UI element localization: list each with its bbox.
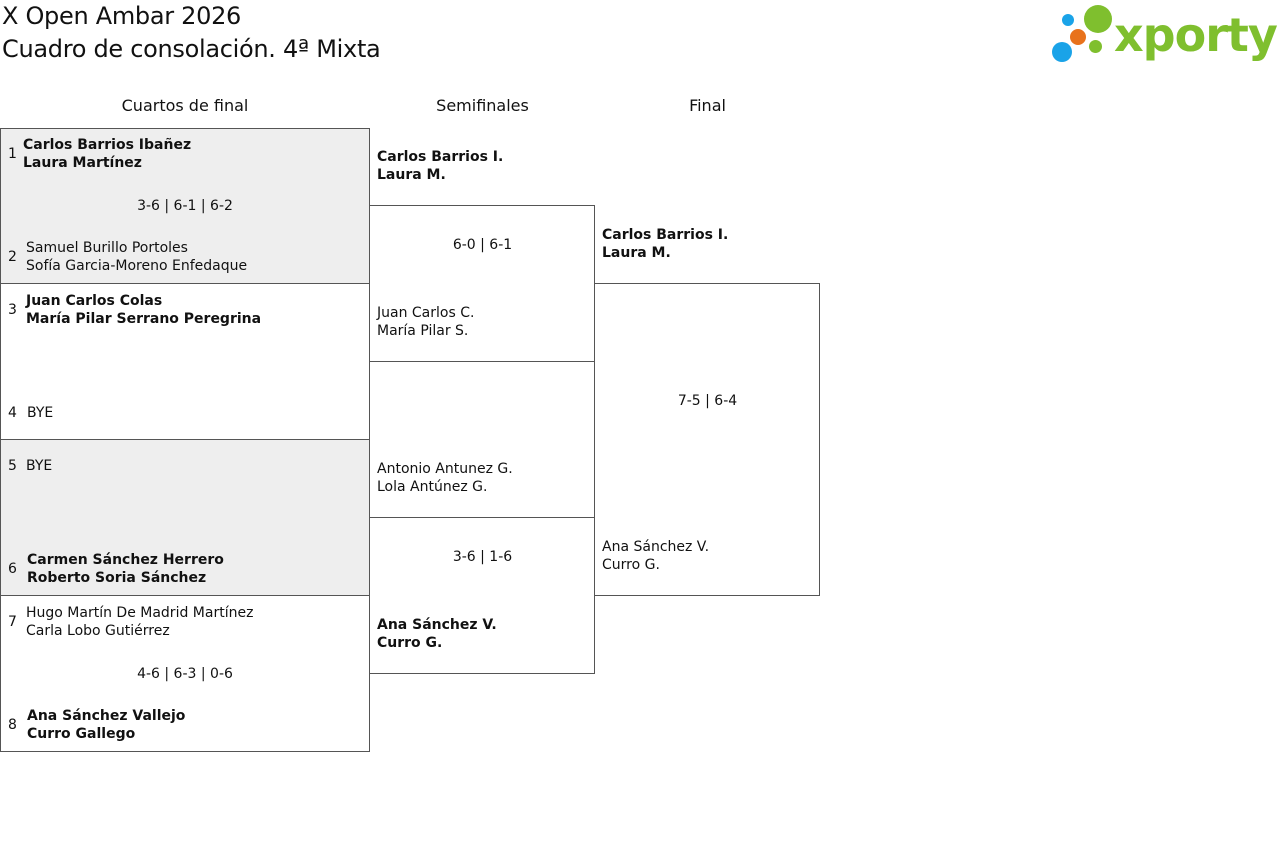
player-name: Carmen Sánchez Herrero xyxy=(27,552,224,568)
player-name: Sofía Garcia-Moreno Enfedaque xyxy=(26,258,248,274)
semifinal-pair-3[interactable]: Antonio Antunez G. Lola Antúnez G. xyxy=(377,460,513,496)
semifinal-pair-2[interactable]: Juan Carlos C. María Pilar S. xyxy=(377,304,474,340)
column-header-final: Final xyxy=(689,96,726,115)
final-match[interactable] xyxy=(594,283,820,596)
player-name: Curro G. xyxy=(602,557,660,573)
xporty-logo[interactable]: xporty xyxy=(1050,4,1278,66)
final-pair-1[interactable]: Carlos Barrios I. Laura M. xyxy=(602,226,728,262)
quarterfinal-pair-2[interactable]: Samuel Burillo Portoles Sofía Garcia-Mor… xyxy=(26,239,247,275)
quarterfinal-pair-6[interactable]: Carmen Sánchez Herrero Roberto Soria Sán… xyxy=(27,551,224,587)
semifinal-score-1: 6-0 | 6-1 xyxy=(452,237,513,253)
player-name: Laura M. xyxy=(602,245,671,261)
quarterfinal-pair-8[interactable]: Ana Sánchez Vallejo Curro Gallego xyxy=(27,707,185,743)
semifinal-pair-1[interactable]: Carlos Barrios I. Laura M. xyxy=(377,148,503,184)
quarterfinal-match-1[interactable] xyxy=(0,128,370,284)
seed-number: 4 xyxy=(8,405,17,421)
final-score: 7-5 | 6-4 xyxy=(677,393,738,409)
quarterfinal-pair-4[interactable]: BYE xyxy=(27,404,53,422)
player-name: Carla Lobo Gutiérrez xyxy=(26,623,170,639)
player-name: Ana Sánchez Vallejo xyxy=(27,708,186,724)
seed-number: 1 xyxy=(8,146,17,162)
player-name: Laura M. xyxy=(377,167,446,183)
quarterfinal-pair-7[interactable]: Hugo Martín De Madrid Martínez Carla Lob… xyxy=(26,604,253,640)
player-name: Hugo Martín De Madrid Martínez xyxy=(26,605,254,621)
logo-dot-blue-icon xyxy=(1052,42,1072,62)
player-name: Carlos Barrios I. xyxy=(602,227,729,243)
semifinal-pair-4[interactable]: Ana Sánchez V. Curro G. xyxy=(377,616,497,652)
player-name: María Pilar S. xyxy=(377,323,469,339)
player-name: Laura Martínez xyxy=(23,155,142,171)
logo-dot-blue-small-icon xyxy=(1062,14,1074,26)
player-name: BYE xyxy=(26,458,53,474)
quarterfinal-pair-3[interactable]: Juan Carlos Colas María Pilar Serrano Pe… xyxy=(26,292,261,328)
seed-number: 6 xyxy=(8,561,17,577)
final-pair-2[interactable]: Ana Sánchez V. Curro G. xyxy=(602,538,709,574)
player-name: Samuel Burillo Portoles xyxy=(26,240,188,256)
quarterfinal-pair-1[interactable]: Carlos Barrios Ibañez Laura Martínez xyxy=(23,136,191,172)
page-title: X Open Ambar 2026 xyxy=(2,2,242,30)
quarterfinal-match-3[interactable] xyxy=(0,439,370,596)
logo-dot-green-small-icon xyxy=(1089,40,1102,53)
player-name: Juan Carlos C. xyxy=(377,305,475,321)
seed-number: 7 xyxy=(8,614,17,630)
player-name: Lola Antúnez G. xyxy=(377,479,488,495)
player-name: Roberto Soria Sánchez xyxy=(27,570,207,586)
page-subtitle: Cuadro de consolación. 4ª Mixta xyxy=(2,35,381,63)
player-name: Ana Sánchez V. xyxy=(377,617,497,633)
logo-wordmark: xporty xyxy=(1114,8,1278,62)
quarterfinal-pair-5[interactable]: BYE xyxy=(26,457,52,475)
player-name: Carlos Barrios Ibañez xyxy=(23,137,192,153)
player-name: María Pilar Serrano Peregrina xyxy=(26,311,262,327)
player-name: Juan Carlos Colas xyxy=(26,293,163,309)
player-name: Ana Sánchez V. xyxy=(602,539,710,555)
player-name: BYE xyxy=(27,405,54,421)
logo-dot-green-icon xyxy=(1084,5,1112,33)
player-name: Carlos Barrios I. xyxy=(377,149,504,165)
column-header-semifinals: Semifinales xyxy=(436,96,529,115)
player-name: Antonio Antunez G. xyxy=(377,461,513,477)
seed-number: 8 xyxy=(8,717,17,733)
semifinal-score-2: 3-6 | 1-6 xyxy=(452,549,513,565)
column-header-quarterfinals: Cuartos de final xyxy=(121,96,249,115)
seed-number: 2 xyxy=(8,249,17,265)
quarterfinal-score-1: 3-6 | 6-1 | 6-2 xyxy=(137,198,233,214)
seed-number: 3 xyxy=(8,302,17,318)
player-name: Curro Gallego xyxy=(27,726,136,742)
quarterfinal-score-4: 4-6 | 6-3 | 0-6 xyxy=(137,666,233,682)
seed-number: 5 xyxy=(8,458,17,474)
player-name: Curro G. xyxy=(377,635,443,651)
logo-dot-orange-icon xyxy=(1070,29,1086,45)
